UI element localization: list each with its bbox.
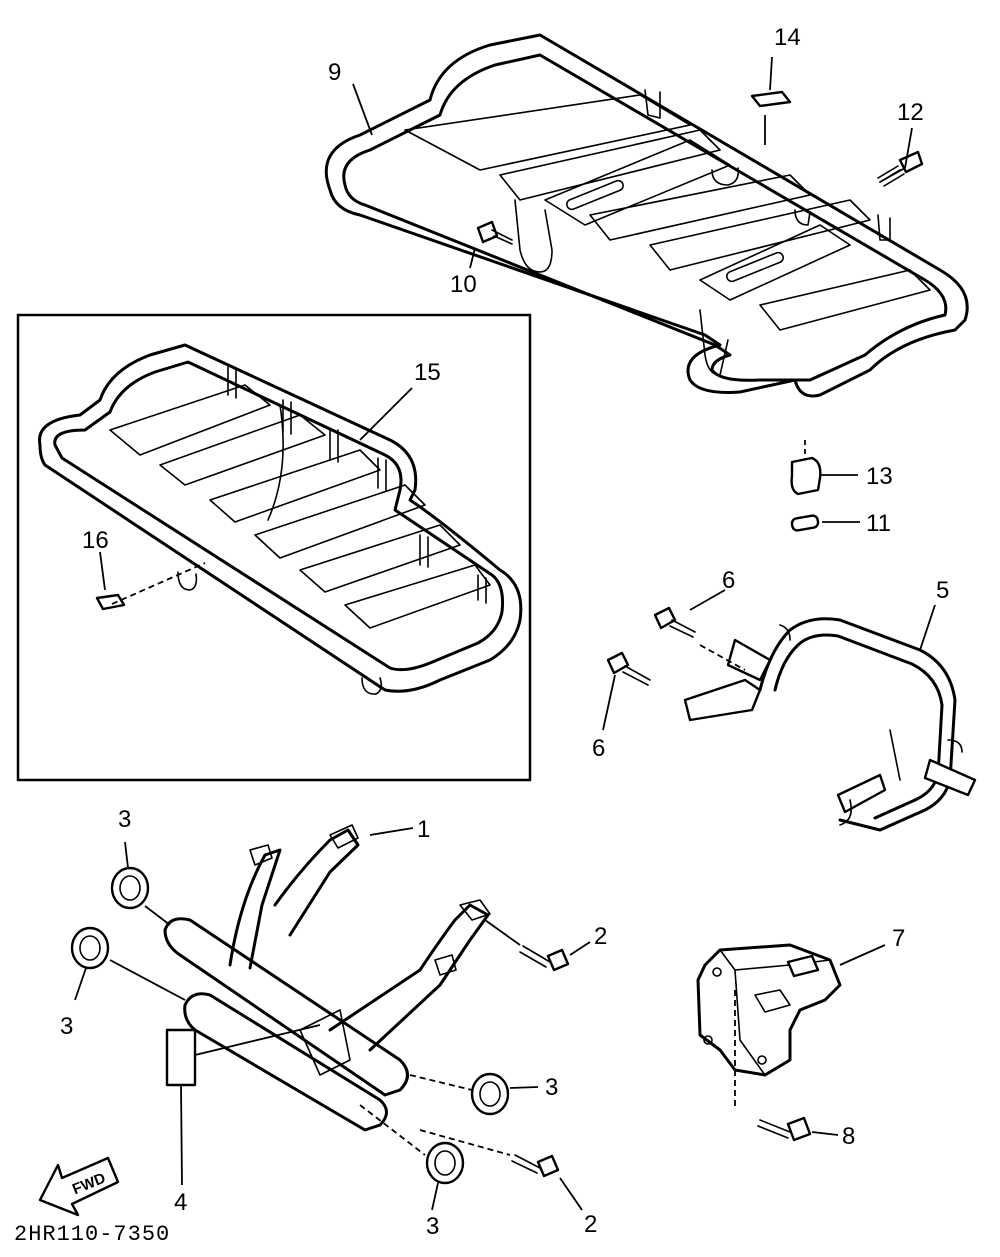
diagram-code: 2HR110-7350 xyxy=(14,1222,170,1247)
callout-10: 10 xyxy=(450,271,477,298)
callout-9: 9 xyxy=(328,59,341,86)
bushing-part-3-d xyxy=(425,1141,465,1185)
bolt-part-6-upper xyxy=(653,606,696,638)
rear-frame-part-1 xyxy=(163,824,491,1132)
rear-carrier-part-9 xyxy=(324,33,969,398)
callout-16: 16 xyxy=(82,527,109,554)
bolt-part-2-upper xyxy=(519,945,570,972)
callout-3-d: 3 xyxy=(426,1213,439,1240)
grab-bar-part-5 xyxy=(683,617,977,832)
clip-part-13 xyxy=(790,456,822,496)
callout-5: 5 xyxy=(936,577,949,604)
callout-2-lower: 2 xyxy=(584,1211,597,1238)
bushing-part-3-b xyxy=(70,926,110,970)
fwd-direction-arrow: FWD xyxy=(38,1156,120,1217)
pin-part-11 xyxy=(790,514,820,532)
callout-6-upper: 6 xyxy=(722,567,735,594)
bolt-part-6-lower xyxy=(606,651,651,686)
callout-6-lower: 6 xyxy=(592,735,605,762)
callout-15: 15 xyxy=(414,359,441,386)
callout-11: 11 xyxy=(866,510,891,537)
callout-7: 7 xyxy=(892,925,905,952)
callout-4: 4 xyxy=(174,1189,187,1216)
callout-14: 14 xyxy=(774,24,801,51)
callout-8: 8 xyxy=(842,1123,855,1150)
inset-frame xyxy=(16,313,532,782)
bolt-part-12 xyxy=(877,150,924,187)
bushing-part-3-c xyxy=(470,1072,510,1116)
bracket-part-7 xyxy=(696,943,842,1077)
bolt-part-8 xyxy=(757,1116,812,1142)
callout-13: 13 xyxy=(866,463,893,490)
bolt-part-10 xyxy=(476,220,513,245)
callout-3-c: 3 xyxy=(545,1074,558,1101)
decal-part-16 xyxy=(95,593,126,611)
callout-3-b: 3 xyxy=(60,1013,73,1040)
callout-3-a: 3 xyxy=(118,806,131,833)
plate-part-4 xyxy=(165,1028,197,1087)
bolt-part-2-lower xyxy=(511,1154,560,1178)
callout-1: 1 xyxy=(417,816,430,843)
bushing-part-3-a xyxy=(110,866,150,910)
callout-2-upper: 2 xyxy=(594,923,607,950)
alt-carrier-part-15 xyxy=(38,343,523,695)
decal-part-14 xyxy=(750,90,792,108)
callout-12: 12 xyxy=(897,99,924,126)
